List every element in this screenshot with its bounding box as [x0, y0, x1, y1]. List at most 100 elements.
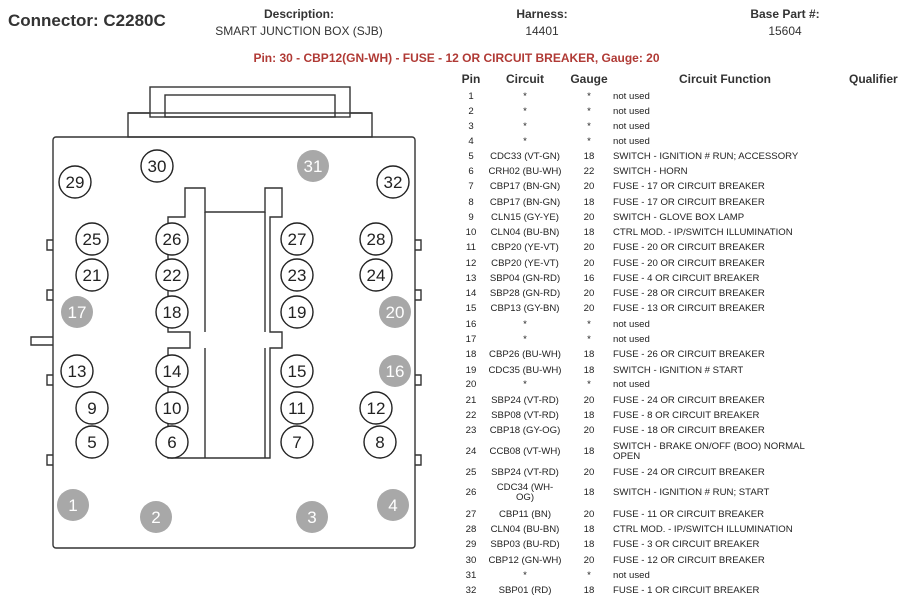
cell-function: not used [613, 319, 650, 330]
pin-28-label: 28 [367, 230, 386, 249]
cell-gauge: 18 [583, 539, 595, 550]
cell-gauge: 20 [583, 467, 595, 478]
description-value: SMART JUNCTION BOX (SJB) [215, 24, 383, 38]
pin-6-label: 6 [167, 433, 176, 452]
pin-18-label: 18 [163, 303, 182, 322]
pin-12: 12 [359, 391, 393, 425]
pin-26-circle [155, 222, 189, 256]
cell-circuit: CLN04 (BU-BN) [490, 524, 560, 535]
pin-1-label: 1 [68, 496, 77, 515]
cell-pin: 24 [465, 446, 477, 457]
cell-pin: 28 [465, 524, 477, 535]
cell-circuit: CBP17 (BN-GN) [489, 197, 561, 208]
cell-function: FUSE - 28 OR CIRCUIT BREAKER [613, 288, 765, 299]
pin-21-label: 21 [83, 266, 102, 285]
cell-gauge: 18 [583, 365, 595, 376]
pin-25: 25 [75, 222, 109, 256]
cell-pin: 6 [468, 166, 474, 177]
cell-function: not used [613, 121, 650, 132]
base-part-label: Base Part #: [750, 7, 820, 21]
pin-22: 22 [155, 258, 189, 292]
cell-circuit: CBP17 (BN-GN) [489, 181, 561, 192]
cell-pin: 1 [468, 91, 474, 102]
cell-gauge: 18 [583, 227, 595, 238]
pin-2: 2 [140, 501, 172, 533]
cell-pin: 12 [465, 258, 477, 269]
pin-23-label: 23 [288, 266, 307, 285]
cell-circuit: * [523, 334, 527, 345]
cell-circuit: SBP01 (RD) [498, 585, 552, 596]
cell-function: FUSE - 8 OR CIRCUIT BREAKER [613, 410, 760, 421]
cell-function: FUSE - 12 OR CIRCUIT BREAKER [613, 555, 765, 566]
pin-9: 9 [75, 391, 109, 425]
pin-19: 19 [280, 295, 314, 329]
cell-gauge: 20 [583, 288, 595, 299]
pin-23-circle [280, 258, 314, 292]
cell-function: FUSE - 4 OR CIRCUIT BREAKER [613, 273, 760, 284]
cell-pin: 26 [465, 487, 477, 498]
cell-pin: 15 [465, 303, 477, 314]
cell-function: SWITCH - IGNITION # START [613, 365, 744, 376]
pin-21: 21 [75, 258, 109, 292]
cell-gauge: 18 [583, 446, 595, 457]
connector-body [52, 136, 416, 549]
pin-4-circle [377, 489, 409, 521]
pin-7-label: 7 [292, 433, 301, 452]
cell-circuit: SBP08 (VT-RD) [491, 410, 559, 421]
cell-pin: 11 [466, 242, 476, 253]
pin-22-label: 22 [163, 266, 182, 285]
cell-circuit: * [523, 319, 527, 330]
pin-10: 10 [155, 391, 189, 425]
pin-32: 32 [376, 165, 410, 199]
cell-function: FUSE - 20 OR CIRCUIT BREAKER [613, 242, 765, 253]
cell-circuit: * [523, 379, 527, 390]
cell-circuit: CDC34 (WH-OG) [496, 482, 554, 503]
pin-5: 5 [75, 425, 109, 459]
pin-8-label: 8 [375, 433, 384, 452]
cell-circuit: CBP11 (BN) [498, 509, 552, 520]
cell-function: FUSE - 3 OR CIRCUIT BREAKER [613, 539, 760, 550]
cell-gauge: 18 [583, 197, 595, 208]
pin-14-label: 14 [163, 362, 182, 381]
pin-32-circle [376, 165, 410, 199]
cell-function: not used [613, 570, 650, 581]
description-label: Description: [263, 7, 334, 21]
cell-function: not used [613, 91, 650, 102]
cell-gauge: 18 [583, 487, 595, 498]
pin-14-circle [155, 354, 189, 388]
pin-11-circle [280, 391, 314, 425]
pin-28-circle [359, 222, 393, 256]
cell-gauge: * [587, 379, 591, 390]
pin-6: 6 [155, 425, 189, 459]
cell-circuit: * [523, 136, 527, 147]
pin-12-circle [359, 391, 393, 425]
pin-3-circle [296, 501, 328, 533]
cell-pin: 4 [468, 136, 474, 147]
cell-circuit: CLN04 (BU-BN) [490, 227, 560, 238]
left-pin-lug [30, 336, 53, 346]
cell-pin: 20 [465, 379, 477, 390]
pin-19-circle [280, 295, 314, 329]
cell-gauge: 16 [583, 273, 595, 284]
harness-label: Harness: [516, 7, 568, 21]
cell-circuit: SBP24 (VT-RD) [491, 395, 559, 406]
pin-9-circle [75, 391, 109, 425]
cell-function: FUSE - 17 OR CIRCUIT BREAKER [613, 181, 765, 192]
cell-function: SWITCH - HORN [613, 166, 688, 177]
cell-circuit: CBP12 (GN-WH) [488, 555, 562, 566]
pin-23: 23 [280, 258, 314, 292]
col-header-gauge: Gauge [570, 72, 608, 86]
cell-gauge: 20 [583, 258, 595, 269]
cell-gauge: 18 [583, 410, 595, 421]
pin-1-circle [57, 489, 89, 521]
cell-gauge: * [587, 334, 591, 345]
cell-gauge: 20 [583, 509, 595, 520]
pin-27-label: 27 [288, 230, 307, 249]
base-part-value: 15604 [768, 24, 802, 38]
pin-22-circle [155, 258, 189, 292]
cell-pin: 22 [465, 410, 477, 421]
pin-1: 1 [57, 489, 89, 521]
cell-gauge: * [587, 319, 591, 330]
pin-16: 16 [379, 355, 411, 387]
pin-29-circle [58, 165, 92, 199]
